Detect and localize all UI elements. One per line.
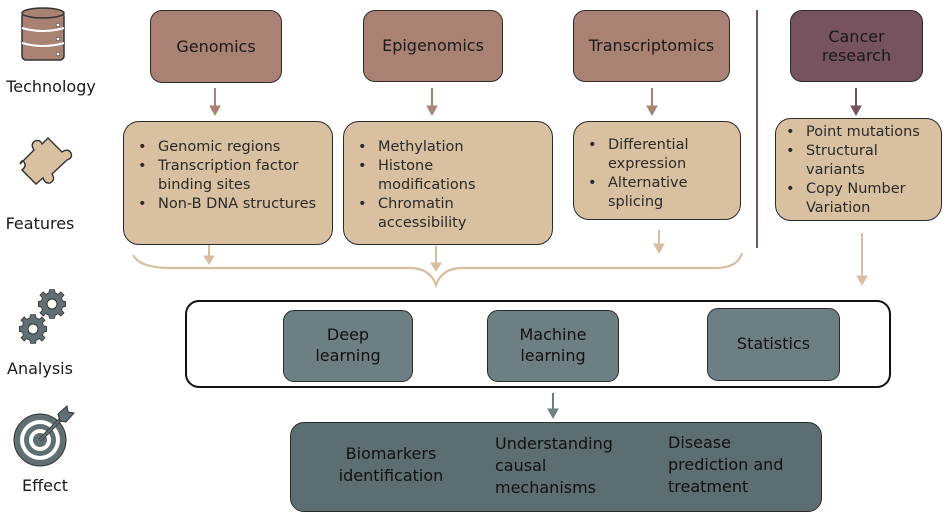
arrow-feature-cancer <box>856 233 868 287</box>
effect-disease-prediction: Disease prediction and treatment <box>668 433 784 496</box>
effect-biomarkers: Biomarkers identification <box>338 444 444 485</box>
row-label-analysis: Analysis <box>7 359 73 378</box>
effect-container <box>290 422 822 512</box>
arrow-cancer-research <box>850 88 862 117</box>
feature-item: Alternative splicing <box>584 174 732 212</box>
method-box-deep-learning: Deep learning <box>283 310 413 382</box>
feature-item: Histone modifications <box>354 157 544 195</box>
feature-box-cancer-research: Point mutations Structural variants Copy… <box>775 118 942 221</box>
arrow-transcriptomics <box>646 88 658 117</box>
tech-box-epigenomics: Epigenomics <box>363 10 503 82</box>
tech-label: Epigenomics <box>382 36 484 56</box>
arrow-feature-transcriptomics <box>653 230 665 255</box>
feature-box-epigenomics: Methylation Histone modifications Chroma… <box>343 121 553 245</box>
feature-item: Differential expression <box>584 136 732 174</box>
method-label: Machine learning <box>519 325 587 365</box>
tech-label: Cancer research <box>821 26 892 65</box>
effect-causal-mechanisms: Understanding causal mechanisms <box>495 434 613 497</box>
database-icon <box>20 6 68 68</box>
gears-icon <box>16 287 72 353</box>
arrow-feature-genomics <box>203 245 215 265</box>
row-label-features: Features <box>5 214 75 233</box>
feature-item: Structural variants <box>782 142 937 180</box>
row-label-effect: Effect <box>21 476 69 495</box>
feature-box-genomics: Genomic regions Transcription factor bin… <box>123 121 333 245</box>
method-box-machine-learning: Machine learning <box>487 310 619 382</box>
arrow-genomics <box>209 88 221 117</box>
method-box-statistics: Statistics <box>707 308 840 381</box>
arrow-analysis-effect <box>547 393 559 420</box>
arrow-feature-epigenomics <box>430 246 442 272</box>
feature-box-transcriptomics: Differential expression Alternative spli… <box>573 121 741 220</box>
puzzle-piece-icon <box>12 128 76 196</box>
tech-box-genomics: Genomics <box>150 10 282 83</box>
method-label: Deep learning <box>315 325 381 365</box>
row-label-technology: Technology <box>6 77 96 96</box>
feature-item: Genomic regions <box>134 138 324 157</box>
feature-item: Point mutations <box>782 123 937 142</box>
feature-item: Non-B DNA structures <box>134 195 324 214</box>
tech-box-cancer-research: Cancer research <box>790 10 923 82</box>
tech-label: Transcriptomics <box>588 36 715 56</box>
arrow-epigenomics <box>426 88 438 117</box>
tech-label: Genomics <box>176 36 256 56</box>
feature-item: Methylation <box>354 138 544 157</box>
target-arrow-icon <box>12 404 76 472</box>
feature-item: Chromatin accessibility <box>354 195 544 233</box>
feature-item: Transcription factor binding sites <box>134 157 324 195</box>
method-label: Statistics <box>736 334 811 354</box>
grouping-brace <box>132 252 744 289</box>
feature-item: Copy Number Variation <box>782 180 937 218</box>
tech-box-transcriptomics: Transcriptomics <box>573 10 730 82</box>
